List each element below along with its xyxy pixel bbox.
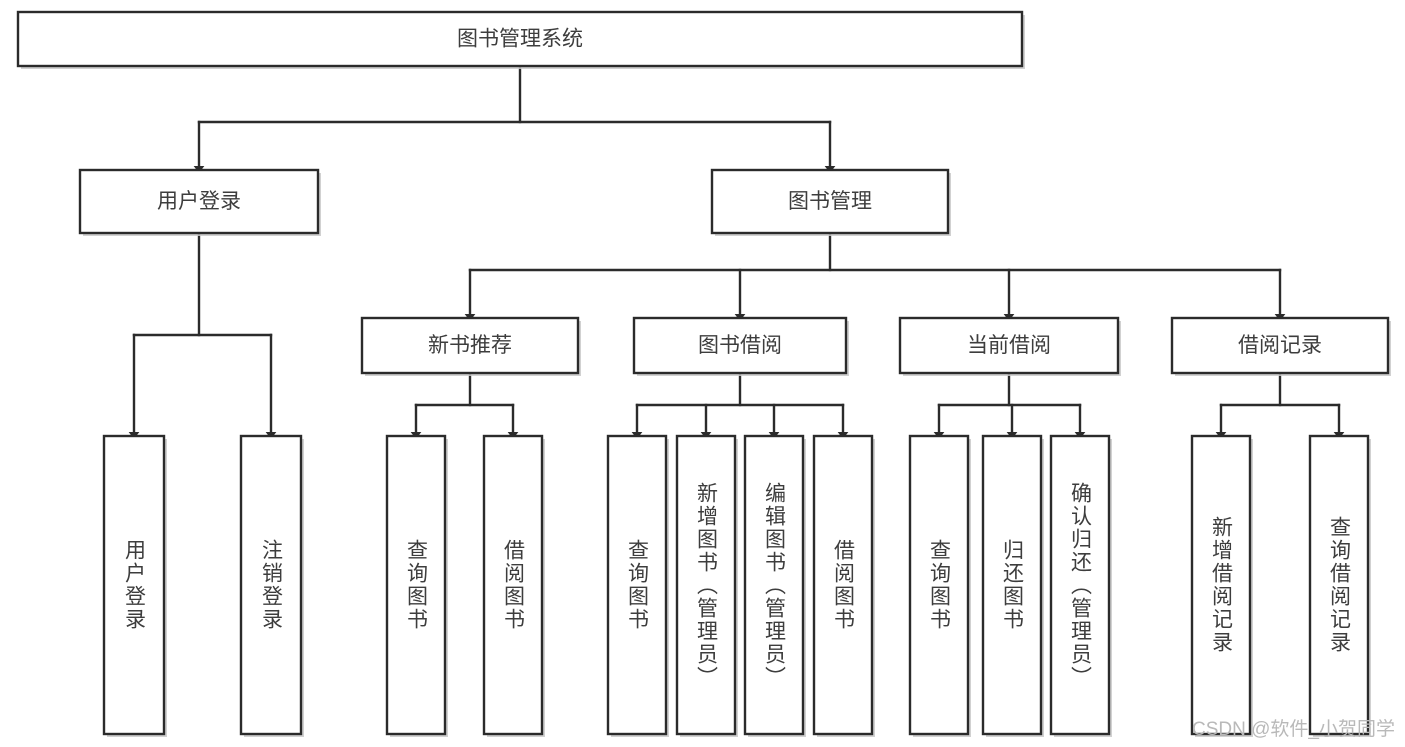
node-label: 借阅记录: [1238, 334, 1322, 357]
node-leaf-borrow-book-2[interactable]: [812, 434, 875, 737]
box-outline: [710, 168, 950, 235]
node-leaf-return-book[interactable]: [981, 434, 1044, 737]
node-leaf-edit-book[interactable]: [743, 434, 806, 737]
node-label: 当前借阅: [967, 334, 1051, 357]
node-label: 图书管理: [788, 190, 872, 213]
node-leaf-query-book-2[interactable]: [606, 434, 669, 737]
node-current-borrow[interactable]: 当前借阅: [898, 316, 1121, 376]
box-outline: [360, 316, 580, 375]
box-outline: [16, 10, 1024, 68]
node-leaf-confirm-return[interactable]: [1049, 434, 1112, 737]
node-label: 图书借阅: [698, 334, 782, 357]
node-leaf-query-book-1[interactable]: [385, 434, 448, 737]
box-outline: [981, 434, 1043, 736]
node-new-book-recommend[interactable]: 新书推荐: [360, 316, 581, 376]
node-root-图书管理系统[interactable]: 图书管理系统: [16, 10, 1025, 69]
box-outline: [743, 434, 805, 736]
node-book-manage[interactable]: 图书管理: [710, 168, 951, 236]
box-outline: [812, 434, 874, 736]
node-leaf-query-record[interactable]: [1308, 434, 1371, 737]
box-outline: [908, 434, 970, 736]
box-outline: [239, 434, 303, 736]
box-outline: [385, 434, 447, 736]
box-outline: [898, 316, 1120, 375]
node-leaf-add-record[interactable]: [1190, 434, 1253, 737]
node-user-login[interactable]: 用户登录: [78, 168, 321, 236]
node-borrow-record[interactable]: 借阅记录: [1170, 316, 1391, 376]
node-leaf-borrow-book-1[interactable]: [482, 434, 545, 737]
box-outline: [606, 434, 668, 736]
box-outline: [1170, 316, 1390, 375]
node-leaf-logout[interactable]: [239, 434, 304, 737]
box-outline: [78, 168, 320, 235]
box-outline: [482, 434, 544, 736]
node-leaf-user-login[interactable]: [102, 434, 167, 737]
box-outline: [1308, 434, 1370, 736]
node-leaf-add-book[interactable]: [675, 434, 738, 737]
node-label: 新书推荐: [428, 334, 512, 357]
box-outline: [102, 434, 166, 736]
node-label: 用户登录: [157, 190, 241, 213]
box-outline: [632, 316, 848, 375]
box-outline: [1049, 434, 1111, 736]
box-outline: [1190, 434, 1252, 736]
node-book-borrow[interactable]: 图书借阅: [632, 316, 849, 376]
edges-layer: [128, 64, 1345, 439]
node-label: 图书管理系统: [457, 28, 583, 51]
node-leaf-query-book-3[interactable]: [908, 434, 971, 737]
box-outline: [675, 434, 737, 736]
watermark: CSDN @软件_小贺同学: [1192, 719, 1395, 740]
